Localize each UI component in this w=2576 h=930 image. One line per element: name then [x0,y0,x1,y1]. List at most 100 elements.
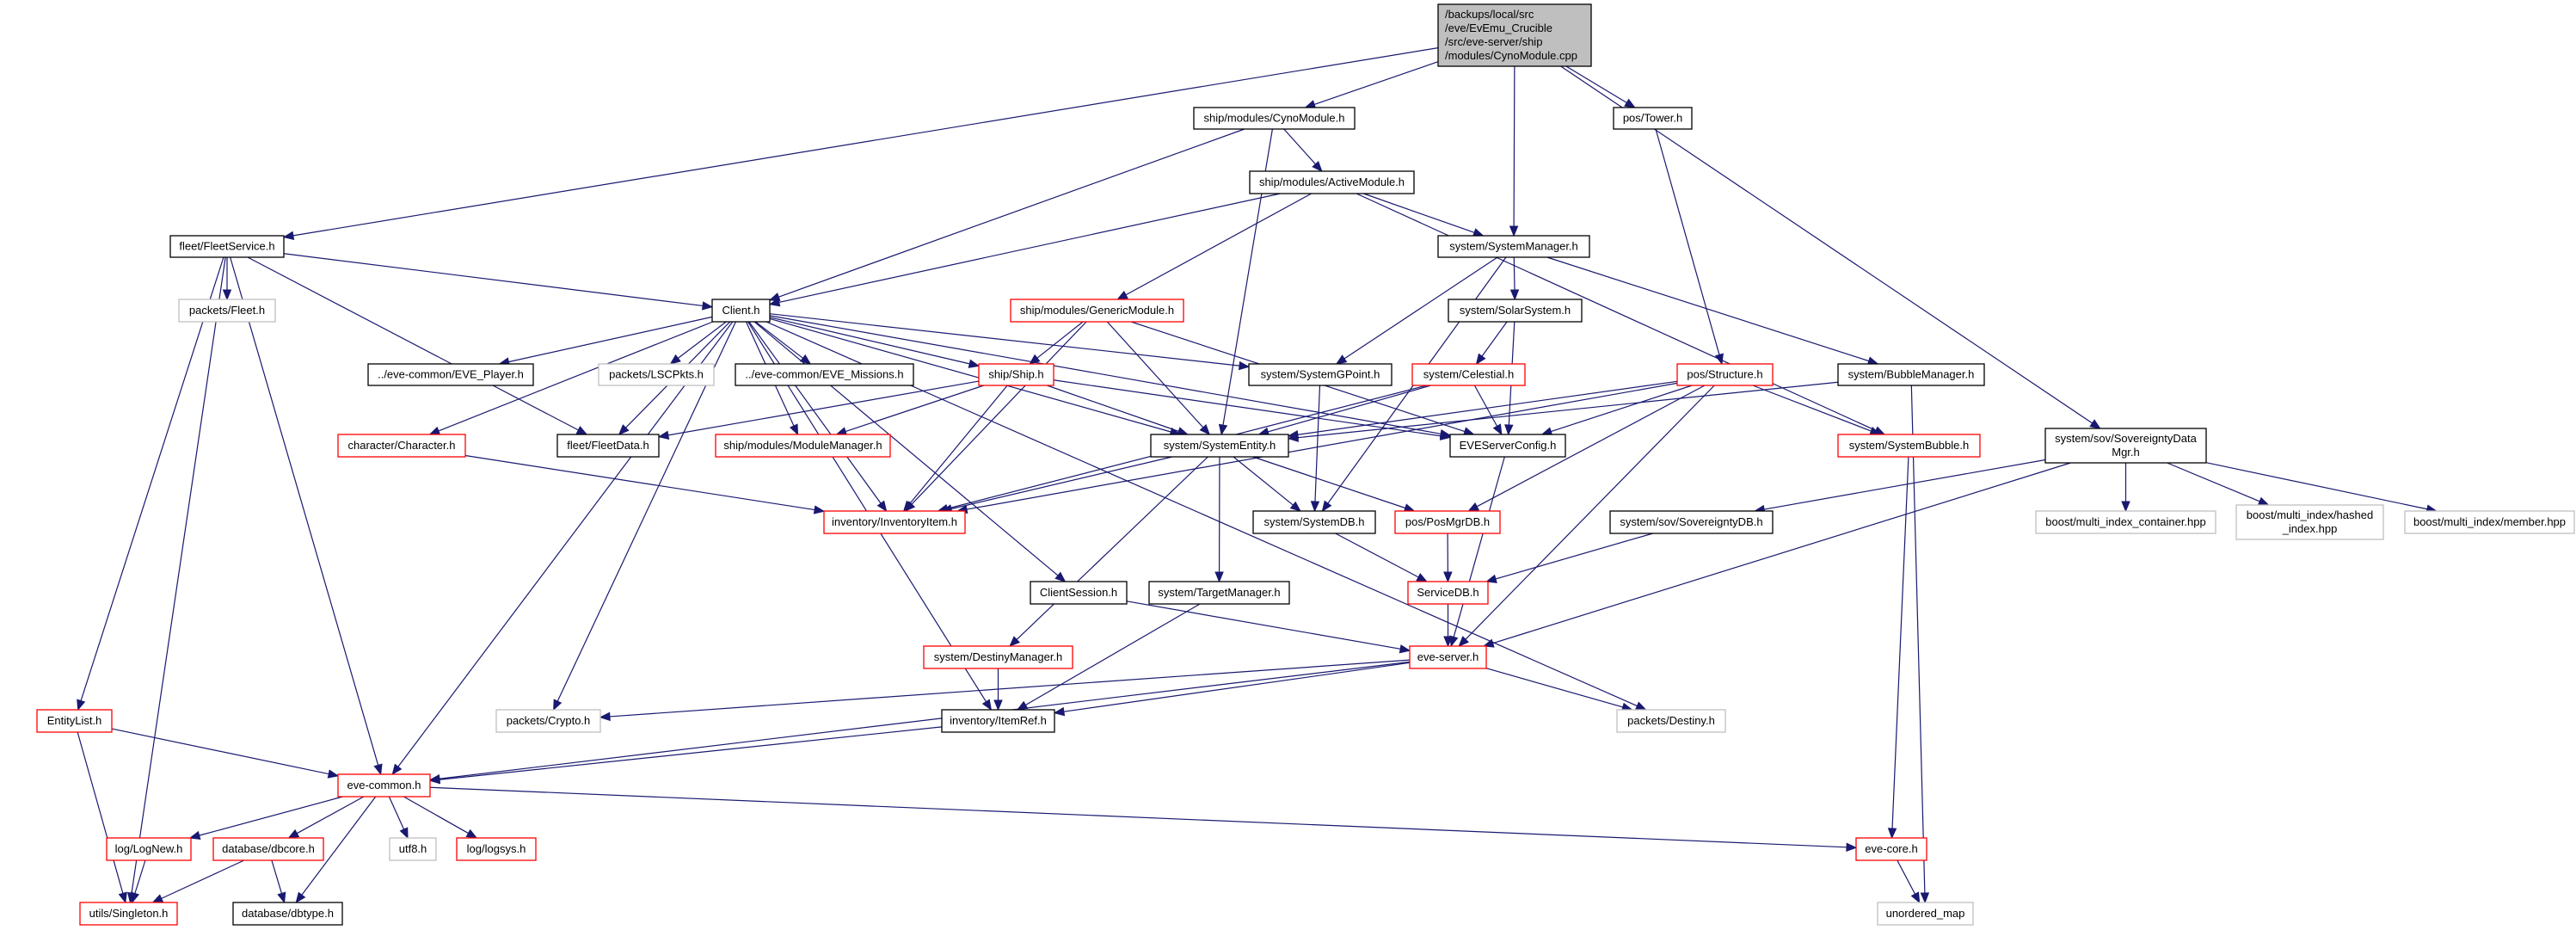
edge-sysentity-to-targetmgr [1214,456,1224,583]
node-singleton[interactable]: utils/Singleton.h [79,902,178,926]
node-root[interactable]: /backups/local/src/eve/EvEmu_Crucible/sr… [1437,3,1592,67]
arrowhead-icon [1287,433,1299,442]
node-destinymgr[interactable]: system/DestinyManager.h [923,645,1073,669]
arrowhead-icon [813,505,826,514]
node-entitylist[interactable]: EntityList.h [36,709,113,733]
edge-active-to-sysbubble [1356,193,1886,435]
node-sovdb[interactable]: system/sov/SovereigntyDB.h [1609,510,1774,534]
node-dbcore[interactable]: database/dbcore.h [212,837,324,861]
edge-line [778,128,1245,298]
node-label: /modules/CynoModule.cpp [1445,49,1577,62]
node-servicedb[interactable]: ServiceDB.h [1407,581,1489,605]
node-box [2044,428,2207,464]
node-posmgrdb[interactable]: pos/PosMgrDB.h [1394,510,1501,534]
node-label: inventory/InventoryItem.h [832,515,957,528]
arrowhead-icon [1449,635,1459,648]
edge-line [388,796,405,830]
node-box [106,837,192,861]
edge-line [769,317,1171,433]
arrowhead-icon [1009,636,1021,647]
node-evecore[interactable]: eve-core.h [1855,837,1927,861]
node-client[interactable]: Client.h [711,299,771,323]
edge-line [1335,533,1419,578]
edge-line [1126,600,1401,650]
arrowhead-icon [1199,423,1211,435]
node-tower[interactable]: pos/Tower.h [1613,107,1693,130]
node-svrconfig[interactable]: EVEServerConfig.h [1449,434,1566,458]
edge-line [403,796,469,835]
node-active[interactable]: ship/modules/ActiveModule.h [1249,170,1415,194]
node-box [389,837,437,861]
edge-line [2205,462,2428,510]
edge-line [1363,193,1475,233]
arrowhead-icon [981,699,993,711]
node-label: ship/Ship.h [988,368,1043,381]
node-solar[interactable]: system/SolarSystem.h [1448,299,1583,323]
edge-line [77,731,124,894]
node-fleetsvc[interactable]: fleet/FleetService.h [169,235,285,258]
node-session[interactable]: ClientSession.h [1030,581,1128,605]
node-box [941,709,1055,733]
node-ship[interactable]: ship/Ship.h [978,363,1054,386]
node-label: eve-server.h [1417,650,1479,663]
node-character[interactable]: character/Character.h [337,434,466,458]
node-missions[interactable]: ../eve-common/EVE_Missions.h [735,363,914,386]
node-box [923,645,1073,669]
edge-sysentity-to-sysdb [1233,456,1301,512]
node-lognew[interactable]: log/LogNew.h [106,837,192,861]
edge-bubblemgr-to-umap [1910,385,1930,904]
arrowhead-icon [1439,431,1452,440]
node-bubblemgr[interactable]: system/BubbleManager.h [1837,363,1985,386]
node-itemref[interactable]: inventory/ItemRef.h [941,709,1055,733]
node-box [1676,363,1774,386]
node-box [36,709,113,733]
arrowhead-icon [1443,571,1453,583]
node-fleetdata[interactable]: fleet/FleetData.h [556,434,660,458]
node-label: ClientSession.h [1040,586,1117,599]
arrowhead-icon [1321,500,1332,513]
node-modmgr[interactable]: ship/modules/ModuleManager.h [715,434,891,458]
edge-svrconfig-to-eveserver [1449,456,1505,648]
node-dbtype[interactable]: database/dbtype.h [232,902,343,926]
node-label: system/SystemManager.h [1449,240,1578,253]
edge-client-to-missions [755,321,812,365]
node-sysbubble[interactable]: system/SystemBubble.h [1837,434,1981,458]
arrowhead-icon [1054,571,1067,582]
node-eveserver[interactable]: eve-server.h [1409,645,1487,669]
node-label: ship/modules/ActiveModule.h [1259,176,1405,188]
edge-line [1016,456,1208,640]
arrowhead-icon [575,426,588,435]
edge-sovmgr-to-mihashed [2167,462,2270,506]
node-sysentity[interactable]: system/SystemEntity.h [1150,434,1289,458]
node-sysmgr[interactable]: system/SystemManager.h [1437,235,1590,258]
node-box [1837,363,1985,386]
edge-line [1314,385,1321,502]
node-logsys[interactable]: log/logsys.h [456,837,537,861]
node-generic[interactable]: ship/modules/GenericModule.h [1010,299,1184,323]
node-player[interactable]: ../eve-common/EVE_Player.h [367,363,534,386]
node-sysdb[interactable]: system/SystemDB.h [1252,510,1376,534]
node-gpoint[interactable]: system/SystemGPoint.h [1248,363,1393,386]
node-invitem[interactable]: inventory/InventoryItem.h [823,510,966,534]
arrowhead-icon [789,423,799,436]
edge-line [1565,65,1627,103]
node-evecommon[interactable]: eve-common.h [337,773,431,798]
edge-line [271,859,283,894]
arrowhead-icon [465,828,478,839]
node-targetmgr[interactable]: system/TargetManager.h [1148,581,1290,605]
arrowhead-icon [428,426,441,435]
edge-line [131,256,226,894]
arrowhead-icon [618,424,630,435]
node-box [823,510,966,534]
arrowhead-icon [1624,98,1636,108]
node-celestial[interactable]: system/Celestial.h [1411,363,1526,386]
node-structure[interactable]: pos/Structure.h [1676,363,1774,386]
edge-line [1473,385,1498,427]
node-label: pos/PosMgrDB.h [1405,515,1490,528]
edge-line [667,380,980,436]
node-mimember: boost/multi_index/member.hpp [2404,510,2575,534]
node-box [337,434,466,458]
edge-eveserver-to-crypto [599,659,1411,722]
node-cyno[interactable]: ship/modules/CynoModule.h [1193,107,1356,130]
